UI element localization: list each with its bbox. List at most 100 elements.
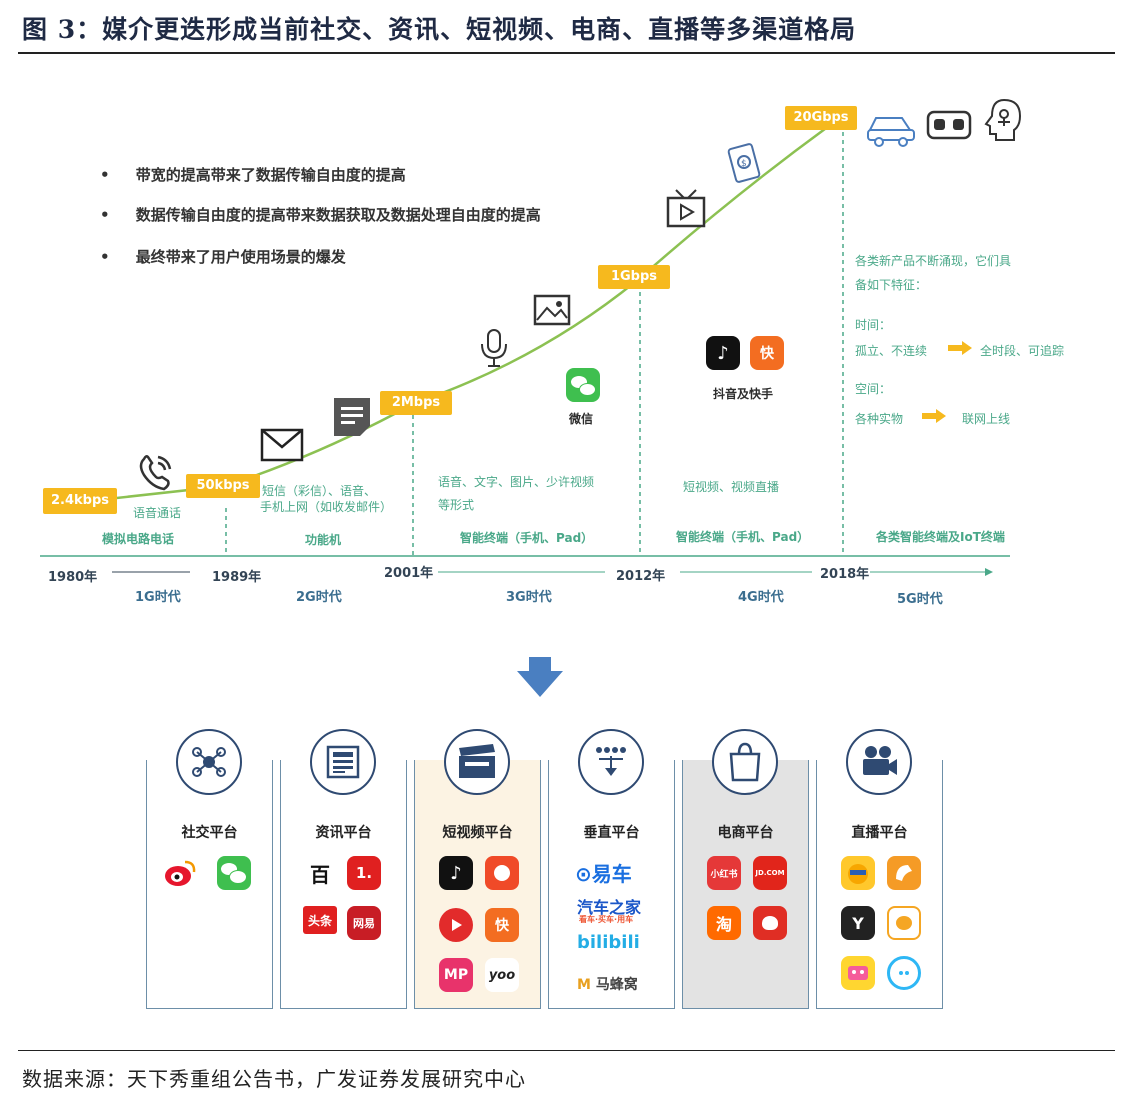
speed-badge-1: 2.4kbps [43,488,117,514]
momo-icon [887,956,921,990]
source-rule [18,1050,1115,1051]
space-from-label: 各种实物 [855,412,904,426]
douyu-icon [887,856,921,890]
device-label-1g: 模拟电路电话 [102,532,175,546]
g3-features-line2: 等形式 [438,498,475,512]
device-label-3g: 智能终端（手机、Pad） [460,531,594,545]
g2-features-line2: 手机上网（如收发邮件） [260,500,393,514]
yy-icon: Y [841,906,875,940]
g2-features-line1: 短信（彩信）、语音、 [262,484,377,498]
voice-call-label: 语音通话 [133,506,182,520]
down-arrow-icon [517,657,563,697]
huajiao-icon [887,906,921,940]
toutiao-icon: 头条 [303,906,337,934]
speed-badge-3: 2Mbps [380,391,452,415]
platform-card-ecommerce: 电商平台 小红书 JD.COM 淘 [682,760,809,1009]
platform-title: 垂直平台 [583,825,640,841]
tv-play-icon [666,189,706,228]
platform-card-short-video: 短视频平台 ♪ 快 MP yoo [414,760,541,1009]
ai-head-icon [984,98,1022,141]
gen-2g: 2G时代 [296,590,342,605]
figure-title: 图 3：媒介更迭形成当前社交、资讯、短视频、电商、直播等多渠道格局 [22,15,857,44]
huoshan-icon [485,856,519,890]
time-label: 时间： [855,318,892,332]
g5-intro-line1: 各类新产品不断涌现，它们具 [855,254,1012,268]
g3-features-line1: 语音、文字、图片、少许视频 [438,475,595,489]
pinduoduo-icon [753,906,787,940]
platform-card-news: 资讯平台 百 1. 头条 网易 [280,760,407,1009]
kuaishou-icon: 快 [485,908,519,942]
kuaishou-timeline-icon: 快 [750,336,784,370]
gen-3g: 3G时代 [506,590,552,605]
wechat-timeline-icon [566,368,600,402]
car-icon [867,117,915,147]
gen-4g: 4G时代 [738,590,784,605]
yoo-icon: yoo [485,958,519,992]
douyin-timeline-icon: ♪ [706,336,740,370]
time-to-label: 全时段、可追踪 [980,344,1065,358]
weibo-icon [163,856,197,890]
wangyi-icon: 网易 [347,906,381,940]
title-rule [18,52,1115,54]
document-icon [334,398,370,436]
source-note: 数据来源：天下秀重组公告书，广发证券发展研究中心 [22,1067,526,1091]
douyin-kuaishou-label: 抖音及快手 [713,387,774,401]
platform-title: 资讯平台 [315,825,372,841]
yidian-icon: 1. [347,856,381,890]
speed-badge-2: 50kbps [186,474,260,498]
mafengwo-logo: M 马蜂窝 [577,977,638,993]
autohome-tagline: 看车·买车·用车 [579,915,634,924]
g5-intro-line2: 备如下特征： [855,278,928,292]
year-2001: 2001年 [384,566,434,581]
mobile-payment-icon: $ [727,143,761,183]
social-network-icon [176,729,242,795]
platform-title: 直播平台 [851,825,908,841]
svg-text:$: $ [741,159,747,169]
bullet-1: • 带宽的提高带来了数据传输自由度的提高 [100,166,406,184]
bullet-2: • 数据传输自由度的提高带来数据获取及数据处理自由度的提高 [100,206,541,224]
platform-card-vertical: 垂直平台 ⊙易车 汽车之家 看车·买车·用车 bilibili M 马蜂窝 [548,760,675,1009]
gen-1g: 1G时代 [135,590,181,605]
device-label-5g: 各类智能终端及IoT终端 [876,530,1005,544]
time-from-label: 孤立、不连续 [855,344,928,358]
huya-icon [841,856,875,890]
arrow-right-icon [922,408,946,423]
platform-title: 电商平台 [717,825,774,841]
bilibili-logo: bilibili [577,932,640,953]
platform-title: 短视频平台 [442,825,513,841]
year-2012: 2012年 [616,569,666,584]
autohome-logo: 汽车之家 [577,898,642,917]
phone-icon [139,455,172,491]
hierarchy-icon [578,729,644,795]
g4-features-label: 短视频、视频直播 [683,480,780,494]
bandwidth-curve [79,116,841,504]
shopping-bag-icon [712,729,778,795]
xiaohongshu-icon: 小红书 [707,856,741,890]
platform-card-social: 社交平台 [146,760,273,1009]
arrow-right-icon [948,340,972,355]
wechat-icon [217,856,251,890]
year-1980: 1980年 [48,570,98,585]
baidu-icon: 百 [303,856,337,890]
meipai-icon: MP [439,958,473,992]
video-camera-icon [846,729,912,795]
bullet-3: • 最终带来了用户使用场景的爆发 [100,248,346,266]
douyin-icon: ♪ [439,856,473,890]
yiche-logo: ⊙易车 [575,862,632,886]
speed-badge-5: 20Gbps [785,106,857,130]
space-label: 空间： [855,382,892,396]
year-1989: 1989年 [212,570,262,585]
wechat-label: 微信 [569,412,594,426]
jd-icon: JD.COM [753,856,787,890]
speed-badge-4: 1Gbps [598,265,670,289]
clapperboard-icon [444,729,510,795]
newspaper-icon [310,729,376,795]
device-label-2g: 功能机 [305,533,342,547]
device-label-4g: 智能终端（手机、Pad） [676,530,810,544]
microphone-icon [481,329,507,367]
taobao-icon: 淘 [707,906,741,940]
platform-title: 社交平台 [181,825,238,841]
year-2018: 2018年 [820,567,870,582]
space-to-label: 联网上线 [962,412,1011,426]
xigua-icon [439,908,473,942]
